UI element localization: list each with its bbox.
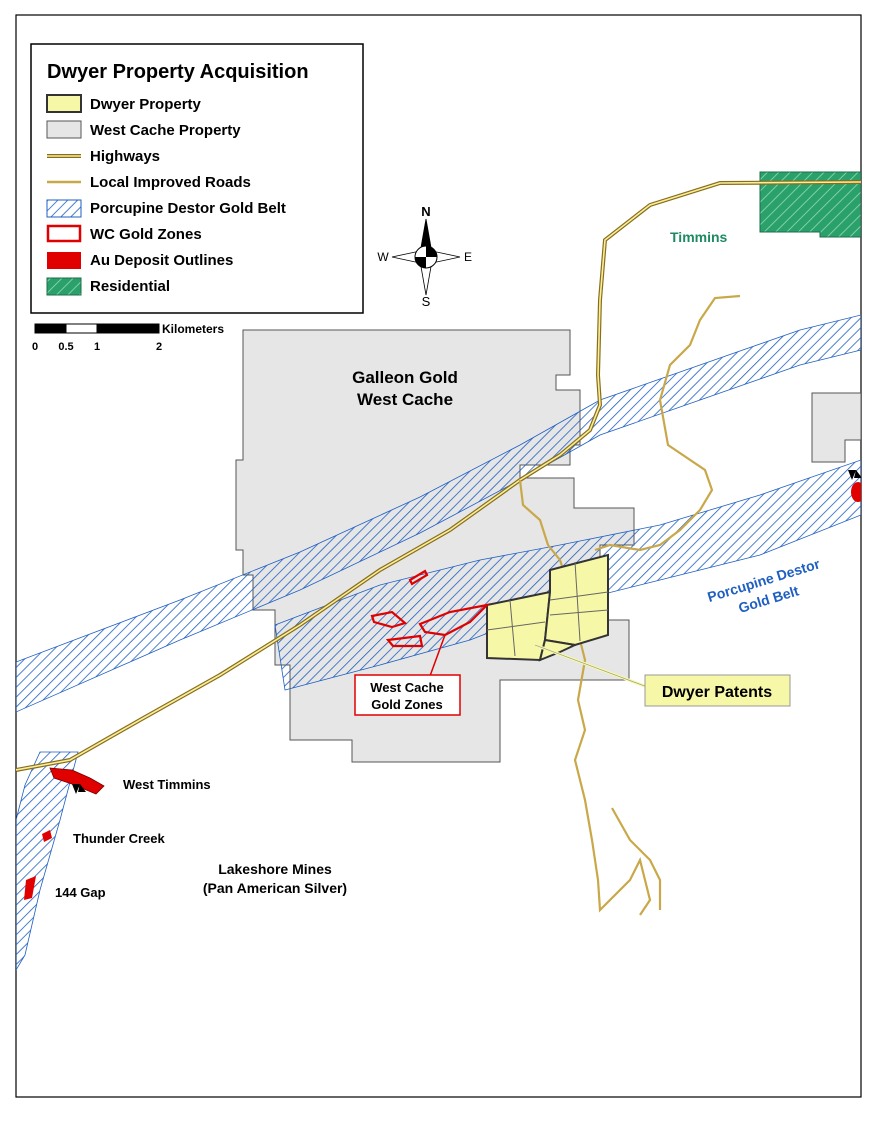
au-deposit-144-gap <box>24 876 36 900</box>
residential-hatch-icon <box>46 277 82 296</box>
west-cache-property-east <box>811 392 861 463</box>
compass-w: W <box>377 250 389 264</box>
legend: Dwyer Property Acquisition Dwyer Propert… <box>30 43 364 314</box>
au-deposit-east <box>851 482 861 502</box>
scale-bar: Kilometers 0 0.5 1 2 <box>32 322 224 353</box>
scale-tick-2: 2 <box>156 341 162 353</box>
local-road-east <box>594 294 741 552</box>
legend-item-dwyer: Dwyer Property <box>90 96 202 113</box>
label-west-timmins: West Timmins <box>123 777 211 792</box>
legend-item-local-roads: Local Improved Roads <box>90 174 251 191</box>
label-galleon-line1: Galleon Gold <box>352 368 458 387</box>
gold-belt-hatch-icon <box>46 199 82 218</box>
label-lakeshore-line2: (Pan American Silver) <box>203 880 347 896</box>
label-lakeshore-line1: Lakeshore Mines <box>218 861 332 877</box>
wc-gold-zones <box>370 569 491 648</box>
label-thunder-creek: Thunder Creek <box>73 831 166 846</box>
scale-tick-05: 0.5 <box>58 341 73 353</box>
legend-item-residential: Residential <box>90 278 170 295</box>
legend-item-au-deposit: Au Deposit Outlines <box>90 252 233 269</box>
legend-item-highways: Highways <box>90 148 160 165</box>
label-144-gap: 144 Gap <box>55 885 106 900</box>
dwyer-patents-callout <box>644 674 791 707</box>
mine-symbol-east <box>848 470 861 480</box>
label-dwyer-patents: Dwyer Patents <box>662 684 772 701</box>
label-galleon-line2: West Cache <box>357 390 453 409</box>
west-cache-property-swatch-icon <box>46 120 82 139</box>
legend-title: Dwyer Property Acquisition <box>47 61 309 83</box>
compass-rose: N S W E <box>377 204 472 309</box>
legend-item-wc-zones: WC Gold Zones <box>90 226 202 243</box>
scale-tick-0: 0 <box>32 341 38 353</box>
label-timmins: Timmins <box>670 229 728 245</box>
au-deposit-thunder-creek <box>42 830 52 842</box>
scale-unit: Kilometers <box>162 322 224 336</box>
residential-area <box>759 171 861 238</box>
wc-gold-zone-outline-icon <box>46 224 82 243</box>
mine-symbol-west-timmins <box>72 784 86 794</box>
local-road-spur <box>611 807 662 910</box>
compass-n: N <box>421 204 430 219</box>
scale-tick-1: 1 <box>94 341 100 353</box>
label-wc-zones-line1: West Cache <box>370 680 443 695</box>
wc-gold-zones-callout <box>354 674 461 716</box>
compass-s: S <box>422 294 431 309</box>
au-deposit-west-timmins <box>49 767 105 795</box>
gold-belt-north <box>16 314 861 713</box>
dwyer-property-swatch-icon <box>46 94 82 113</box>
local-road-south <box>518 479 652 916</box>
legend-item-west-cache: West Cache Property <box>90 122 241 139</box>
label-wc-zones-line2: Gold Zones <box>371 697 443 712</box>
au-deposit-fill-icon <box>47 252 81 269</box>
legend-item-gold-belt: Porcupine Destor Gold Belt <box>90 200 286 217</box>
compass-e: E <box>464 250 472 264</box>
